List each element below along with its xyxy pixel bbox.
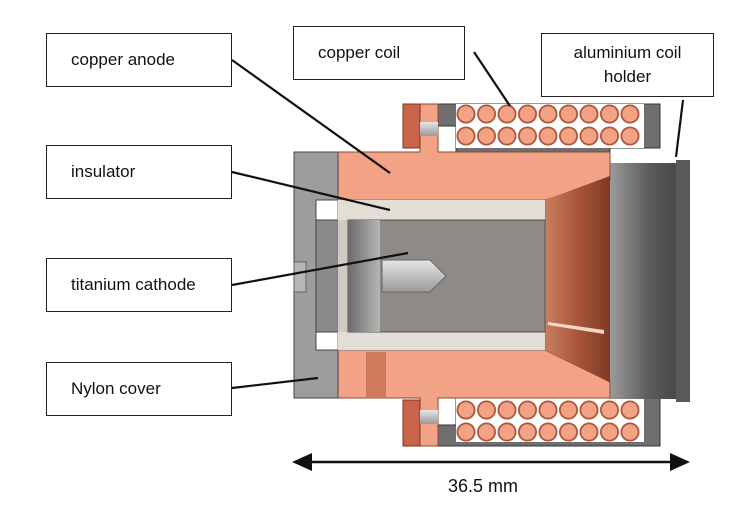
titanium-cathode-text: titanium cathode: [71, 275, 196, 294]
coil-turn: [600, 422, 620, 442]
coil-turn: [559, 400, 579, 420]
coil-turn: [600, 126, 620, 146]
aluminium-coil-holder-label: aluminium coil holder: [541, 33, 714, 97]
coil-turn: [476, 104, 496, 124]
insulator-label: insulator: [46, 145, 232, 199]
coil-turn: [579, 126, 599, 146]
coil-turn: [559, 104, 579, 124]
coil-turn: [600, 400, 620, 420]
coil-turn: [476, 126, 496, 146]
coil-turn: [538, 400, 558, 420]
aluminium-coil-text-line1: aluminium coil: [573, 43, 682, 62]
coil-turn: [518, 126, 538, 146]
coil-turn: [518, 422, 538, 442]
insulator-text: insulator: [71, 162, 136, 181]
coil-turn: [518, 400, 538, 420]
copper-anode-text: copper anode: [71, 50, 175, 69]
nylon-cover-label: Nylon cover: [46, 362, 232, 416]
copper-anode-label: copper anode: [46, 33, 232, 87]
dimension-arrow: [292, 453, 690, 471]
coil-turn: [620, 126, 640, 146]
coil-turn: [497, 400, 517, 420]
copper-cone: [545, 176, 610, 382]
coil-turn: [579, 104, 599, 124]
coil-turn: [518, 104, 538, 124]
copper-coil-top: [456, 104, 640, 146]
coil-turn: [497, 126, 517, 146]
titanium-cathode: [347, 219, 546, 333]
cone-highlight: [548, 322, 604, 334]
coil-turn: [538, 126, 558, 146]
aluminium-coil-text-line2: holder: [603, 67, 652, 86]
coil-turn: [559, 422, 579, 442]
copper-coil-label: copper coil: [293, 26, 465, 80]
coil-turn: [620, 422, 640, 442]
nylon-cover-text: Nylon cover: [71, 379, 161, 398]
coil-turn: [476, 400, 496, 420]
coil-turn: [456, 400, 476, 420]
copper-anode: [329, 103, 611, 447]
coil-turn: [620, 400, 640, 420]
coil-turn: [456, 422, 476, 442]
coil-turn: [456, 104, 476, 124]
coil-turn: [497, 422, 517, 442]
coil-turn: [538, 422, 558, 442]
coil-turn: [456, 126, 476, 146]
copper-coil-bottom: [456, 400, 640, 442]
coil-turn: [559, 126, 579, 146]
coil-turn: [579, 400, 599, 420]
coil-turn: [497, 104, 517, 124]
leader-lines: [231, 51, 685, 390]
coil-turn: [476, 422, 496, 442]
copper-coil-text: copper coil: [318, 43, 401, 62]
coil-turn: [579, 422, 599, 442]
coil-turn: [620, 104, 640, 124]
coil-turn: [600, 104, 620, 124]
coil-turn: [538, 104, 558, 124]
dimension-label: 36.5 mm: [448, 476, 519, 496]
titanium-cathode-label: titanium cathode: [46, 258, 232, 312]
